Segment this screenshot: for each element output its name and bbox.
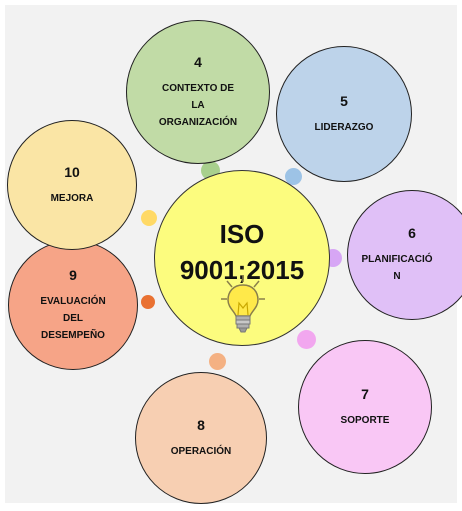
- clause-number: 10: [64, 163, 80, 180]
- connector-dot-9: [141, 295, 155, 309]
- clause-10-circle: 10 MEJORA: [7, 120, 137, 250]
- clause-5-circle: 5 LIDERAZGO: [276, 46, 412, 182]
- center-title-line1: ISO: [219, 219, 265, 249]
- clause-label: SOPORTE: [340, 414, 390, 426]
- clause-7-circle: 7 SOPORTE: [298, 340, 432, 474]
- clause-label: OPERACIÓN: [170, 445, 232, 457]
- clause-label: MEJORA: [50, 192, 94, 204]
- clause-8-circle: 8 OPERACIÓN: [135, 372, 267, 504]
- center-title-line2: 9001;2015: [179, 255, 305, 285]
- clause-label: EVALUACIÓN DEL DESEMPEÑO: [40, 295, 106, 341]
- connector-dot-10: [141, 210, 157, 226]
- center-circle: ISO 9001;2015: [154, 170, 330, 346]
- clause-label: CONTEXTO DE LA ORGANIZACIÓN: [158, 82, 238, 128]
- clause-number: 9: [69, 266, 77, 283]
- clause-number: 5: [340, 92, 348, 109]
- clause-number: 6: [408, 225, 416, 241]
- clause-label: PLANIFICACIÓ N: [361, 254, 433, 282]
- lightbulb-icon: [221, 275, 265, 333]
- clause-number: 7: [361, 385, 369, 402]
- clause-9-circle: 9 EVALUACIÓN DEL DESEMPEÑO: [8, 240, 138, 370]
- connector-dot-5: [285, 168, 302, 185]
- clause-label: LIDERAZGO: [314, 121, 374, 133]
- connector-dot-7: [297, 330, 316, 349]
- clause-6-circle: 6 PLANIFICACIÓ N: [347, 190, 462, 320]
- clause-number: 4: [194, 53, 202, 70]
- connector-dot-8: [209, 353, 226, 370]
- clause-number: 8: [197, 416, 205, 433]
- clause-4-circle: 4 CONTEXTO DE LA ORGANIZACIÓN: [126, 20, 270, 164]
